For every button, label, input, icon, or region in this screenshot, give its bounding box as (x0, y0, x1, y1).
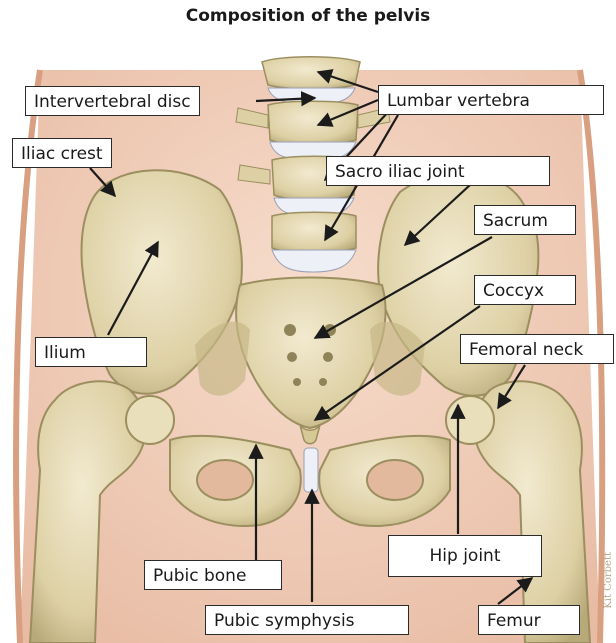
label-femoral-neck: Femoral neck (460, 334, 614, 364)
label-hip-joint: Hip joint (388, 535, 542, 577)
label-sacrum: Sacrum (474, 205, 576, 235)
label-intervertebral-disc: Intervertebral disc (25, 86, 200, 116)
label-ilium: Ilium (35, 337, 147, 367)
pubic-symphysis-cartilage (304, 448, 318, 492)
label-femur: Femur (478, 605, 580, 635)
label-coccyx: Coccyx (474, 275, 576, 305)
label-pubic-symphysis: Pubic symphysis (205, 605, 409, 635)
label-pubic-bone: Pubic bone (144, 560, 282, 590)
label-sacro-iliac-joint: Sacro iliac joint (326, 156, 550, 186)
label-lumbar-vertebra: Lumbar vertebra (378, 85, 604, 115)
artist-signature: Kit Corbett (603, 552, 614, 609)
label-iliac-crest: Iliac crest (12, 138, 112, 168)
